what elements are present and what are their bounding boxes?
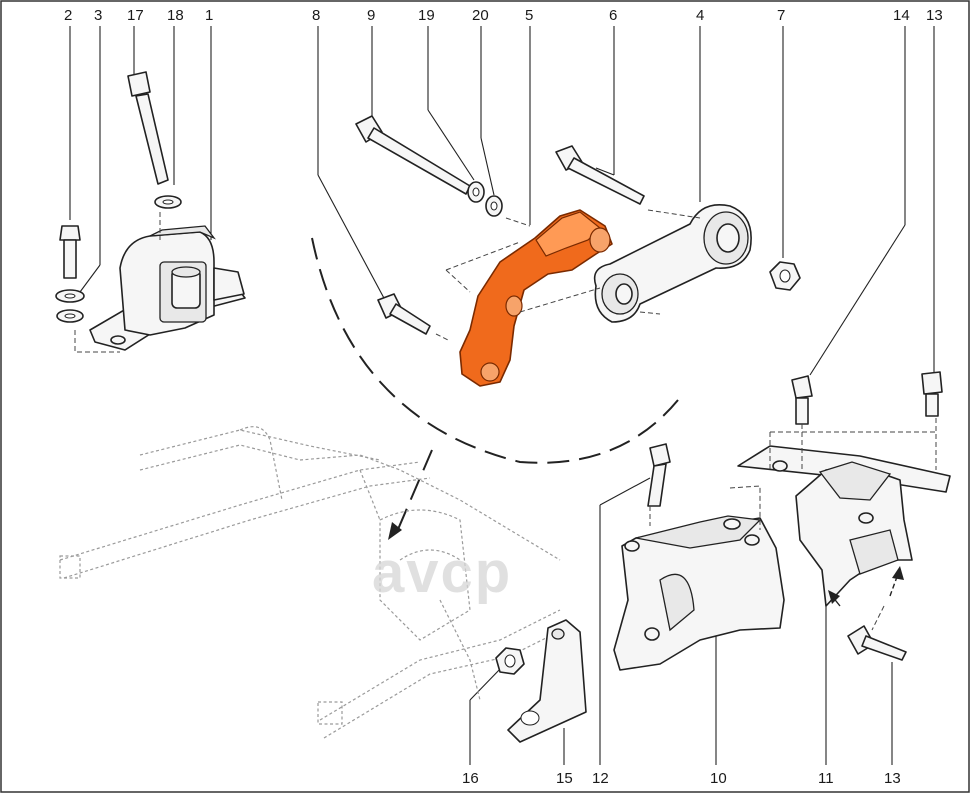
washer-18 xyxy=(154,195,182,209)
washer-20 xyxy=(485,195,503,217)
callout-8: 8 xyxy=(312,7,320,24)
callout-2: 2 xyxy=(64,7,72,24)
bolt-14 xyxy=(791,375,813,425)
bolt-2 xyxy=(59,225,81,279)
callout-16: 16 xyxy=(462,770,479,787)
callout-7: 7 xyxy=(777,7,785,24)
bolt-8 xyxy=(377,293,431,335)
nut-7 xyxy=(769,261,801,291)
washers-3 xyxy=(55,289,85,323)
mount-bracket-10 xyxy=(613,515,785,671)
callout-6: 6 xyxy=(609,7,617,24)
callout-15: 15 xyxy=(556,770,573,787)
callout-11: 11 xyxy=(818,770,834,787)
bolt-6 xyxy=(555,145,645,205)
callout-20: 20 xyxy=(472,7,489,24)
callout-14: 14 xyxy=(893,7,910,24)
torque-rod-bracket-5-highlighted xyxy=(459,209,613,387)
assembly-arrowhead xyxy=(388,522,402,540)
subframe xyxy=(59,426,571,739)
callout-17: 17 xyxy=(127,7,144,24)
washer-19 xyxy=(467,181,485,203)
bolt-9 xyxy=(355,115,471,195)
callout-1: 1 xyxy=(205,7,213,24)
engine-mount-left xyxy=(89,225,246,351)
callout-19: 19 xyxy=(418,7,435,24)
nut-16 xyxy=(495,647,525,675)
assembly-arc xyxy=(311,237,679,464)
bracket-plate-15 xyxy=(507,619,587,743)
callout-13-bottom: 13 xyxy=(884,770,901,787)
callout-4: 4 xyxy=(696,7,704,24)
engine-mount-right-11 xyxy=(737,445,951,607)
assembly-arrow-line xyxy=(395,449,433,535)
leader-lines xyxy=(69,26,935,765)
callout-12: 12 xyxy=(592,770,609,787)
bolt-12 xyxy=(647,443,671,507)
callout-5: 5 xyxy=(525,7,533,24)
callout-labels: 2 3 17 18 1 8 9 19 20 5 6 4 7 14 13 16 1… xyxy=(64,7,943,787)
callout-13-top: 13 xyxy=(926,7,943,24)
torque-rod-4 xyxy=(593,204,752,323)
callout-18: 18 xyxy=(167,7,184,24)
alignment-lines xyxy=(74,209,937,631)
callout-3: 3 xyxy=(94,7,102,24)
bolt-13-bottom xyxy=(847,625,907,661)
watermark: avcp xyxy=(372,540,512,605)
bolt-13-top xyxy=(921,371,943,417)
callout-10: 10 xyxy=(710,770,727,787)
callout-9: 9 xyxy=(367,7,375,24)
bolt-17 xyxy=(127,71,169,185)
